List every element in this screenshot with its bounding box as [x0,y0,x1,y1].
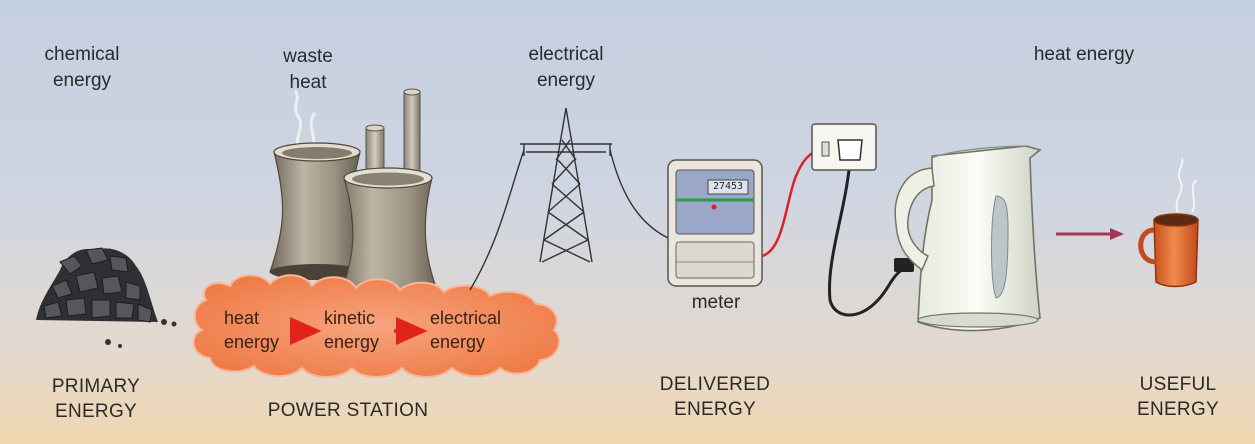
cloud-line: energy [324,332,380,352]
cloud-kinetic-energy: kinetic energy [324,306,379,354]
primary-energy-caption: PRIMARY ENERGY [40,374,152,424]
useful-energy-caption: USEFUL ENERGY [1126,372,1230,422]
caption-line: ENERGY [1136,399,1220,420]
energy-conversion-cloud [192,274,561,378]
label-line: chemical [44,44,120,65]
steam-wisps [294,90,316,152]
power-cables [469,149,669,291]
meter-reading: 27453 [712,181,744,192]
cloud-heat-energy: heat energy [224,306,279,354]
heat-energy-label: heat energy [1033,44,1135,65]
meter-label: meter [691,292,741,313]
label-line: energy [52,70,112,91]
caption-line: ENERGY [673,399,757,420]
caption-line: ENERGY [54,401,138,422]
mug-icon [1138,157,1199,288]
cable [761,148,819,258]
pylon-icon [520,107,612,263]
delivered-energy-caption: DELIVERED ENERGY [650,372,780,422]
chimney-icon [365,88,421,179]
cloud-line: energy [430,332,486,352]
waste-heat-label: waste heat [268,44,348,96]
chemical-energy-label: chemical energy [36,42,128,94]
coal-pile-icon [36,247,177,348]
cooling-tower-icon [269,142,365,280]
kettle-icon [894,145,1042,332]
cloud-line: energy [224,332,280,352]
caption-line: PRIMARY [51,376,141,397]
caption-line: DELIVERED [659,374,771,395]
cloud-line: kinetic [324,308,376,328]
output-arrow [1056,228,1124,240]
label-line: heat [289,72,327,93]
power-station-caption: POWER STATION [267,400,429,421]
cloud-line: electrical [430,308,502,328]
label-line: electrical [528,44,604,65]
wall-socket-icon [811,123,877,171]
caption-line: USEFUL [1139,374,1217,395]
label-line: waste [283,46,333,67]
cloud-line: heat [224,308,260,328]
plug [894,258,914,272]
electricity-meter-icon [667,159,763,287]
cloud-electrical-energy: electrical energy [430,306,501,354]
kettle-cable [827,159,903,317]
label-line: energy [536,70,596,91]
electrical-energy-label: electrical energy [516,42,616,94]
cooling-tower-icon [333,167,445,309]
